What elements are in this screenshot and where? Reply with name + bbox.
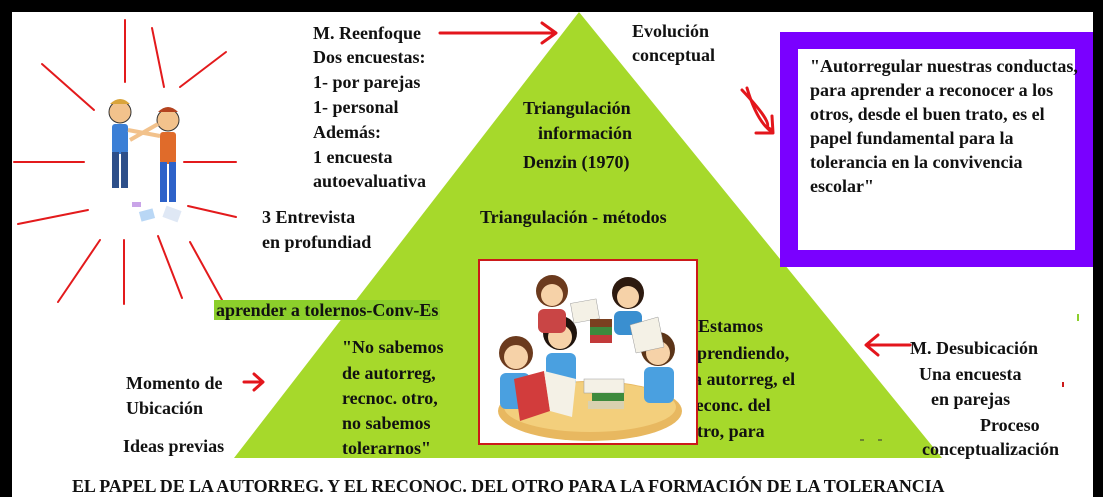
triangulacion-info-line-2: información [538, 123, 632, 143]
arrows-layer [242, 21, 912, 392]
desubicacion-line-4: conceptualización [922, 439, 1059, 459]
right-quote-line-5: otro, para [688, 421, 765, 441]
arrow-to-box-icon [740, 88, 774, 132]
desubicacion-line-3: Proceso [980, 415, 1040, 435]
reenfoque-line-3: 1- personal [313, 97, 399, 117]
denzin-label: Denzin (1970) [523, 152, 630, 172]
banner-text: aprender a tolernos-Conv-Es [214, 300, 441, 320]
reenfoque-heading: M. Reenfoque [313, 23, 421, 43]
right-quote-line-3: la autorreg, el [688, 369, 796, 389]
triangulacion-info-line-1: Triangulación [523, 98, 631, 118]
evolution-line-1: Evolución [632, 21, 710, 41]
ubicacion-line-2: Ubicación [126, 398, 204, 418]
left-quote-line-3: recnoc. otro, [342, 388, 438, 408]
desubicacion-line-1: Una encuesta [919, 364, 1022, 384]
sun-illustration [12, 12, 242, 332]
quote-box [798, 49, 1075, 250]
left-quote-line-1: "No sabemos [342, 337, 444, 357]
pyramid-triangle [234, 12, 1079, 458]
desubicacion-heading: M. Desubicación [910, 338, 1038, 358]
children-reading-icon [498, 275, 682, 441]
footer-title: EL PAPEL DE LA AUTORREG. Y EL RECONOC. D… [72, 476, 945, 496]
ideas-previas: Ideas previas [123, 436, 225, 456]
evolution-line-2: conceptual [632, 45, 715, 65]
diagram-canvas: M. Reenfoque Dos encuestas: 1- por parej… [12, 12, 1093, 497]
quote-box-text: "Autorregular nuestras conductas, para a… [810, 56, 1078, 196]
sun-rays-icon [13, 19, 237, 305]
right-quote-line-2: aprendiendo, [688, 343, 790, 363]
right-quote-line-1: "Estamos [688, 316, 763, 336]
banner-aprender: aprender a tolernos-Conv-Es [214, 299, 441, 322]
reenfoque-line-5: 1 encuesta [313, 147, 393, 167]
left-quote-line-2: de autorreg, [342, 363, 436, 383]
reenfoque-line-2: 1- por parejas [313, 72, 421, 92]
interview-line-1: 3 Entrevista [262, 207, 356, 227]
left-quote-line-5: tolerarnos" [342, 438, 431, 458]
reenfoque-line-4: Además: [313, 122, 381, 142]
triangulacion-metodos: Triangulación - métodos [480, 207, 667, 227]
fighting-kids-icon [108, 99, 182, 223]
ubicacion-line-1: Momento de [126, 373, 223, 393]
interview-line-2: en profundiad [262, 232, 372, 252]
left-quote-line-4: no sabemos [342, 413, 431, 433]
children-reading-photo [478, 259, 698, 445]
reenfoque-line-6: autoevaluativa [313, 171, 427, 191]
reenfoque-line-1: Dos encuestas: [313, 47, 426, 67]
desubicacion-line-2: en parejas [931, 389, 1011, 409]
right-quote-line-4: reconc. del [688, 395, 771, 415]
